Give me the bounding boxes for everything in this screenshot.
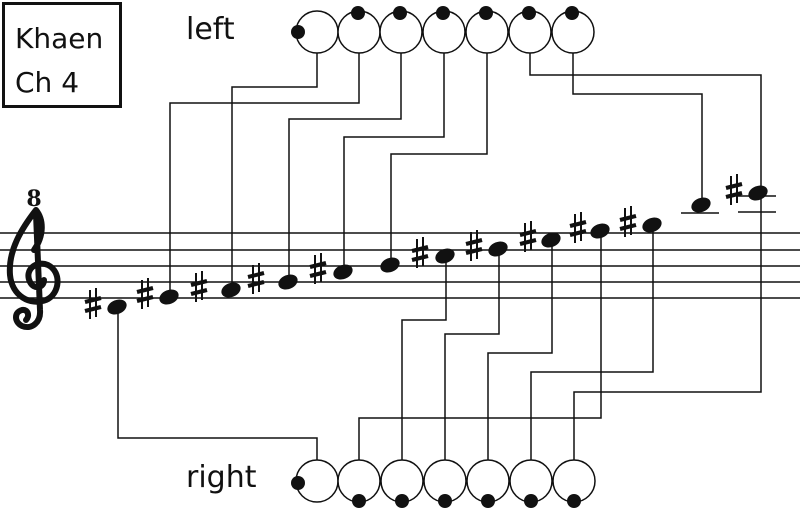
left-pipe-6 (508, 6, 552, 54)
treble-clef-8va-icon: 8 (6, 186, 61, 330)
note-e5-sharp (519, 221, 561, 252)
sharp-icon (569, 212, 587, 243)
note-head (159, 289, 179, 305)
connector-line (117, 311, 318, 460)
note-c5-sharp (411, 237, 455, 268)
sharp-icon (519, 221, 537, 252)
left-pipe-7 (551, 6, 595, 54)
note-g4-sharp (247, 263, 298, 294)
note-b4 (380, 257, 400, 273)
note-head (691, 197, 711, 213)
note-head (541, 232, 561, 248)
note-head (107, 299, 127, 315)
finger-hole-icon (291, 476, 305, 490)
note-head (748, 185, 768, 201)
right-pipe-6 (509, 459, 553, 508)
note-head (488, 241, 508, 257)
sharp-icon (411, 237, 429, 268)
note-a4-sharp (309, 253, 353, 284)
left-pipe-2 (337, 6, 381, 54)
finger-hole-icon (291, 25, 305, 39)
left-pipes (291, 6, 595, 54)
note-b5-sharp (725, 174, 776, 213)
finger-hole-icon (393, 6, 407, 20)
note-g5-sharp (619, 206, 662, 237)
sharp-icon (309, 253, 327, 284)
connector-line (231, 53, 318, 286)
note-f5-sharp (569, 212, 610, 243)
finger-hole-icon (436, 6, 450, 20)
connector-line (401, 260, 447, 460)
finger-hole-icon (395, 494, 409, 508)
title-box: Khaen Ch 4 (2, 2, 122, 108)
left-hand-label: left (186, 12, 235, 47)
right-hand-label: right (186, 460, 257, 495)
right-pipe-5 (466, 459, 510, 508)
sharp-icon (725, 174, 743, 205)
connector-line (358, 235, 602, 460)
note-a5 (681, 197, 719, 214)
note-head (435, 248, 455, 264)
connector-lines (117, 53, 762, 460)
note-head (333, 264, 353, 280)
note-head (278, 274, 298, 290)
left-pipe-3 (379, 6, 423, 54)
octave-mark: 8 (26, 186, 41, 212)
finger-hole-icon (567, 494, 581, 508)
note-d4-sharp (84, 288, 127, 319)
right-pipe-3 (380, 459, 424, 508)
title-instrument: Khaen (15, 22, 104, 55)
connector-line (530, 229, 654, 460)
connector-line (390, 53, 488, 261)
sharp-icon (84, 288, 102, 319)
finger-hole-icon (565, 6, 579, 20)
finger-hole-icon (524, 494, 538, 508)
sharp-icon (190, 271, 208, 302)
note-d5-sharp (465, 230, 508, 261)
title-chapter: Ch 4 (15, 66, 80, 99)
left-pipe-4 (422, 6, 466, 54)
note-head (642, 217, 662, 233)
note-e4-sharp (136, 278, 179, 309)
notes (84, 174, 776, 319)
finger-hole-icon (352, 494, 366, 508)
sharp-icon (136, 278, 154, 309)
finger-hole-icon (351, 6, 365, 20)
connector-line (288, 53, 402, 278)
staff (0, 232, 800, 299)
sharp-icon (465, 230, 483, 261)
connector-line (573, 197, 762, 460)
connector-line (169, 53, 360, 293)
right-pipe-4 (423, 459, 467, 508)
note-head (380, 257, 400, 273)
right-pipes (291, 459, 596, 508)
left-pipe-1 (291, 10, 339, 54)
note-f4-sharp (190, 271, 241, 302)
right-pipe-2 (337, 459, 381, 508)
finger-hole-icon (438, 494, 452, 508)
finger-hole-icon (522, 6, 536, 20)
finger-hole-icon (481, 494, 495, 508)
note-head (590, 223, 610, 239)
left-pipe-5 (465, 6, 509, 54)
sharp-icon (619, 206, 637, 237)
connector-line (343, 53, 445, 268)
right-pipe-7 (552, 459, 596, 508)
connector-line (444, 253, 500, 460)
note-head (221, 282, 241, 298)
finger-hole-icon (479, 6, 493, 20)
connector-line (572, 53, 703, 201)
connector-line (487, 244, 553, 460)
right-pipe-1 (291, 459, 339, 503)
connector-line (529, 53, 762, 189)
sharp-icon (247, 263, 265, 294)
